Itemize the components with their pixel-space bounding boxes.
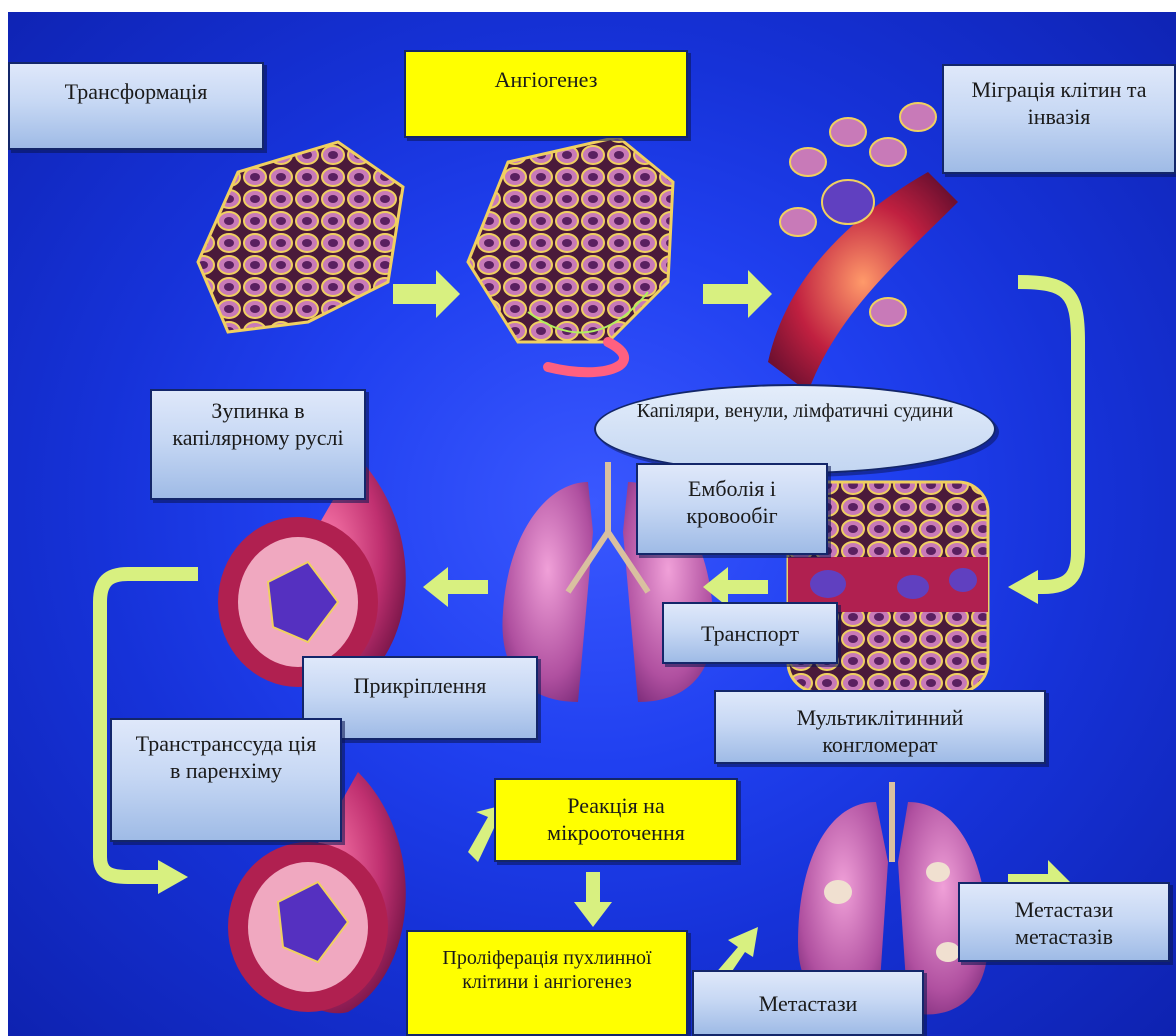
label-transformation: Трансформація	[8, 62, 264, 150]
label-extravasation-text: Транстранссуда ція в паренхіму	[136, 731, 317, 783]
return-arrow-left-head	[158, 860, 188, 894]
label-migration: Міграція клітин та інвазія	[942, 64, 1176, 174]
label-multicellular: Мультиклітинний конгломерат	[714, 690, 1046, 764]
label-angiogenesis-text: Ангіогенез	[495, 67, 598, 92]
label-angiogenesis: Ангіогенез	[404, 50, 688, 138]
label-metastases-of-metastases: Метастази метастазів	[958, 882, 1170, 962]
label-microenvironment: Реакція на мікрооточення	[494, 778, 738, 862]
label-proliferation: Проліферація пухлинної клітини і ангіоге…	[406, 930, 688, 1036]
label-proliferation-text: Проліферація пухлинної клітини і ангіоге…	[442, 947, 651, 993]
label-arrest: Зупинка в капілярному руслі	[150, 389, 366, 500]
label-embolism: Емболія і кровообіг	[636, 463, 828, 555]
label-metastases-of-metastases-text: Метастази метастазів	[1015, 897, 1114, 949]
tissue-transformation	[198, 142, 403, 332]
label-microenvironment-text: Реакція на мікрооточення	[547, 793, 685, 845]
label-vessels-text: Капіляри, венули, лімфатичні судини	[637, 400, 953, 422]
label-multicellular-text: Мультиклітинний конгломерат	[797, 705, 964, 757]
return-arrow-right	[1018, 282, 1078, 587]
label-vessels: Капіляри, венули, лімфатичні судини	[594, 384, 996, 474]
metastasis-diagram: Трансформація Ангіогенез Міграція клітин…	[8, 12, 1176, 1036]
label-transport: Транспорт	[662, 602, 838, 664]
return-arrow-right-head	[1008, 570, 1038, 604]
label-metastases-text: Метастази	[759, 991, 858, 1016]
label-attachment-text: Прикріплення	[354, 673, 487, 698]
label-metastases: Метастази	[692, 970, 924, 1036]
label-migration-text: Міграція клітин та інвазія	[971, 77, 1146, 129]
label-transformation-text: Трансформація	[65, 79, 208, 104]
tissue-invasion	[768, 103, 958, 392]
tissue-angiogenesis	[468, 137, 673, 372]
label-arrest-text: Зупинка в капілярному руслі	[172, 398, 343, 450]
label-extravasation: Транстранссуда ція в паренхіму	[110, 718, 342, 842]
label-transport-text: Транспорт	[701, 621, 799, 646]
label-embolism-text: Емболія і кровообіг	[686, 476, 777, 528]
